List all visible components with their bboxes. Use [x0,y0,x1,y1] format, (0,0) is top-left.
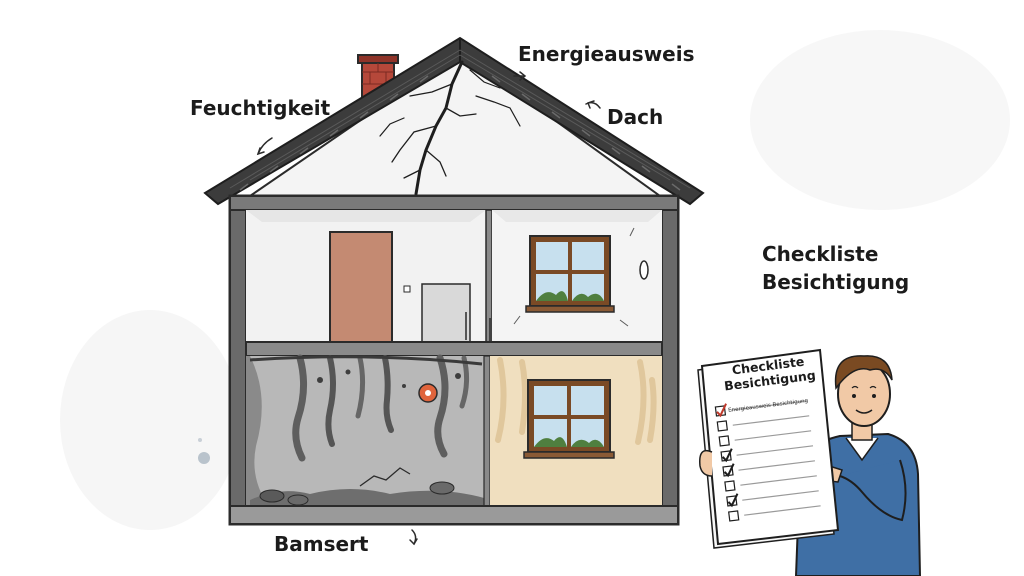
checklist-row [718,430,812,447]
upper-left-room [246,210,486,343]
checklist-line [736,445,814,456]
checkmark-icon [723,463,735,478]
floor-slab [245,341,663,357]
checklist-line [732,415,810,426]
label-dach: Dach [607,105,664,129]
checklist-line [730,400,808,411]
label-checklist: Checkliste Besichtigung [762,240,922,296]
checkbox-list [714,400,821,522]
checklist-row [714,400,808,418]
roof [203,36,705,206]
foundation [229,505,679,525]
checklist-line [734,430,812,441]
checklist-row [728,505,821,522]
cabinet [421,283,471,343]
checklist-row [726,490,819,508]
annotation-arrow [513,71,527,81]
annotation-arrow [256,137,273,156]
background-blob [750,30,1010,210]
basement-wall [483,355,491,507]
checklist-line [740,475,817,486]
checklist-line [738,460,815,471]
checkmark-icon [716,403,727,418]
checklist-row [720,445,814,463]
checklist-row [722,460,815,478]
basement-damp-room [490,356,662,506]
background-blob [60,310,240,530]
interior-wall [485,209,493,343]
label-checklist-line1: Checkliste [762,242,879,266]
gable-wall [246,50,664,197]
checkbox [718,435,730,447]
checkbox [724,480,736,492]
checklist-document [697,348,840,549]
holding-hand [699,449,713,477]
checklist-line [744,505,821,516]
basement-mold-room [246,354,484,506]
checklist-row [724,475,817,492]
light-switch [403,285,411,293]
annotation-arrow [409,529,418,546]
annotation-arrow [585,100,601,109]
left-wall [229,195,247,525]
label-checklist-line2: Besichtigung [762,270,910,294]
upper-right-room [492,210,662,342]
checkbox [716,420,728,432]
water-drop [198,452,210,464]
label-energieausweis: Energieausweis [518,42,695,66]
door [329,231,393,343]
checkmark-icon [727,493,739,508]
checklist-row [716,415,810,432]
checkmark-icon [721,448,733,463]
label-feuchtigkeit: Feuchtigkeit [190,96,331,120]
water-drop [198,438,202,442]
label-bamsert: Bamsert [274,532,369,556]
right-wall [661,195,679,525]
roof-crack [379,60,521,196]
checkbox [728,510,740,522]
thermostat [639,260,649,280]
person-hair [834,355,893,390]
ceiling-beam [229,195,679,211]
checklist-line [742,490,819,501]
